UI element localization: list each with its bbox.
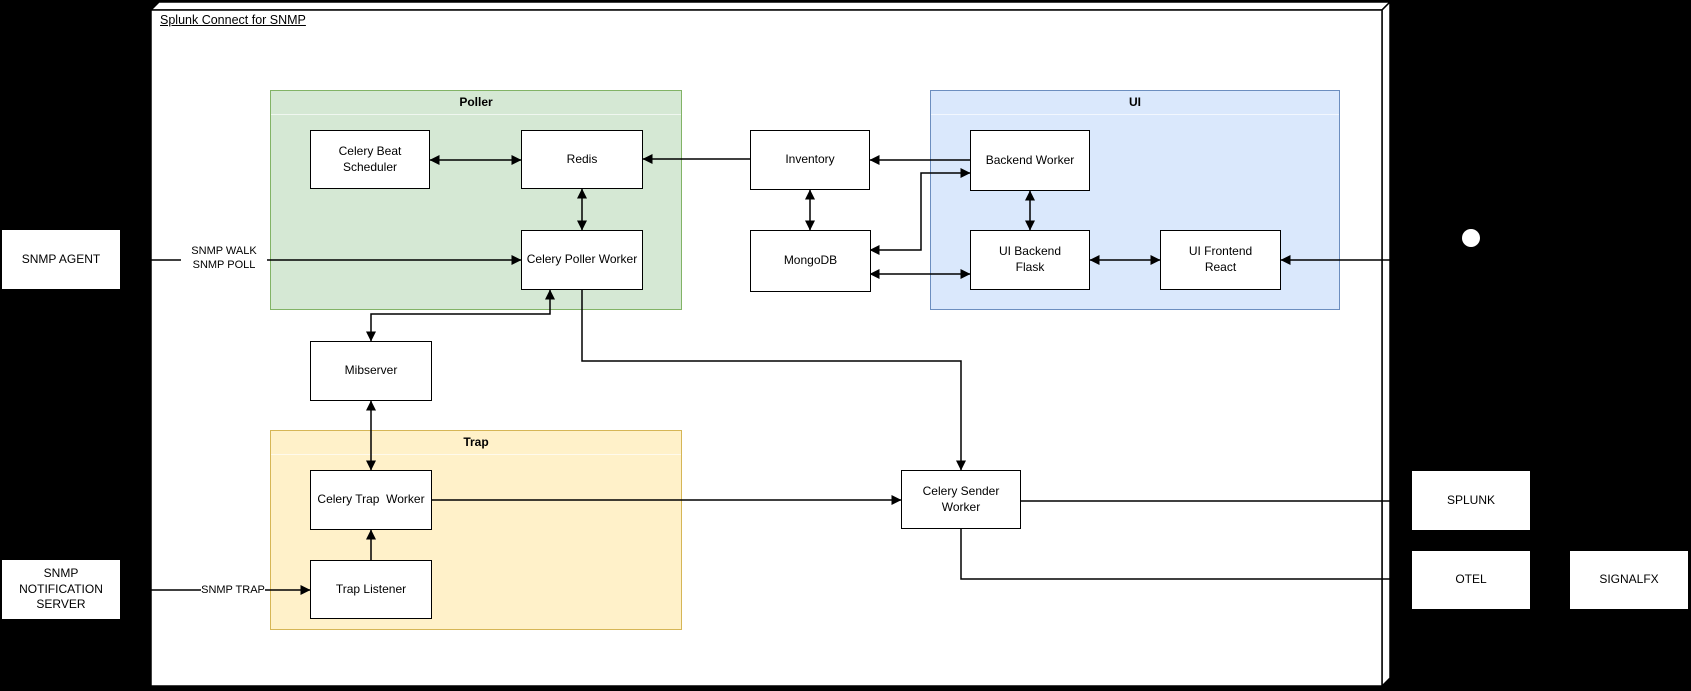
diagram-title: Splunk Connect for SNMP bbox=[160, 13, 306, 27]
node-label: SIGNALFX bbox=[1599, 572, 1659, 587]
node-label: UI Backend Flask bbox=[998, 244, 1062, 274]
node-snmp-agent: SNMP AGENT bbox=[2, 230, 120, 289]
node-splunk: SPLUNK bbox=[1412, 471, 1530, 530]
node-label: Inventory bbox=[785, 152, 835, 167]
edge-label-snmp-poll: SNMP POLL bbox=[192, 259, 256, 271]
node-label: Celery Beat Scheduler bbox=[338, 143, 402, 174]
node-label: SNMP AGENT bbox=[21, 251, 101, 266]
edge-label-snmp-trap: SNMP TRAP bbox=[201, 583, 265, 597]
node-label: SPLUNK bbox=[1446, 492, 1496, 507]
node-ui-frontend-react: UI Frontend React bbox=[1160, 230, 1281, 290]
edge-label-snmp-walk: SNMP WALK bbox=[191, 245, 257, 257]
node-trap-listener: Trap Listener bbox=[310, 560, 432, 619]
node-label: SNMP NOTIFICATION SERVER bbox=[19, 566, 103, 612]
node-label: Celery Trap Worker bbox=[317, 492, 425, 507]
node-otel: OTEL bbox=[1412, 551, 1530, 609]
node-label: Redis bbox=[566, 151, 598, 166]
node-ui-backend-flask: UI Backend Flask bbox=[970, 230, 1090, 290]
node-label: MongoDB bbox=[783, 253, 838, 268]
node-label: Celery Sender Worker bbox=[922, 483, 1000, 514]
node-mongodb: MongoDB bbox=[750, 230, 871, 292]
node-label: Backend Worker bbox=[985, 152, 1075, 167]
node-snmp-notification-server: SNMP NOTIFICATION SERVER bbox=[2, 560, 120, 619]
node-label: Celery Poller Worker bbox=[526, 252, 638, 267]
cube-right-face bbox=[1381, 0, 1391, 688]
node-celery-sender-worker: Celery Sender Worker bbox=[901, 470, 1021, 529]
node-label: Mibserver bbox=[344, 363, 398, 378]
node-label: OTEL bbox=[1455, 572, 1487, 587]
node-redis: Redis bbox=[521, 130, 643, 189]
group-trap-title: Trap bbox=[271, 431, 681, 455]
white-dot bbox=[1462, 229, 1480, 247]
edge-label-snmp-walk-poll: SNMP WALK SNMP POLL bbox=[181, 244, 267, 272]
node-signalfx: SIGNALFX bbox=[1570, 551, 1688, 609]
node-inventory: Inventory bbox=[750, 130, 870, 190]
node-label: UI Frontend React bbox=[1188, 244, 1253, 274]
node-celery-poller-worker: Celery Poller Worker bbox=[521, 230, 643, 290]
node-mibserver: Mibserver bbox=[310, 341, 432, 401]
node-label: Trap Listener bbox=[335, 581, 407, 596]
cube-top-face bbox=[149, 1, 1392, 11]
node-celery-beat-scheduler: Celery Beat Scheduler bbox=[310, 130, 430, 189]
node-celery-trap-worker: Celery Trap Worker bbox=[310, 470, 432, 530]
group-ui-title: UI bbox=[931, 91, 1339, 115]
node-backend-worker: Backend Worker bbox=[970, 130, 1090, 191]
edge-senderworker-otel bbox=[960, 529, 1390, 580]
group-poller-title: Poller bbox=[271, 91, 681, 115]
